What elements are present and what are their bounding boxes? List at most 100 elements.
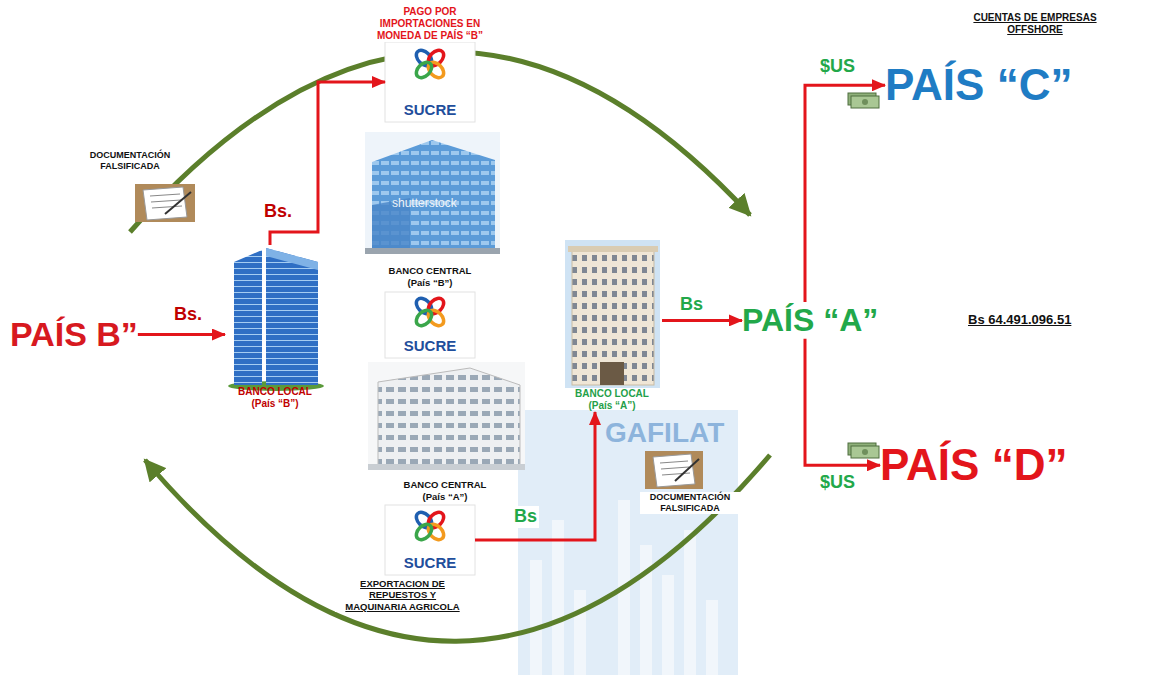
document-icon — [645, 451, 703, 489]
watermark: GAFILAT — [605, 416, 724, 450]
node-text: BANCO LOCAL (País “B”) — [235, 386, 315, 410]
local-bank-building-part — [565, 240, 660, 388]
local-bank-building-part — [266, 248, 318, 385]
sucre-logo: SUCRE — [385, 505, 475, 575]
edge-label: Bs. — [262, 201, 294, 223]
sucre-logo: SUCRE — [385, 292, 475, 358]
document-icon-part — [675, 459, 699, 481]
node-text: SUCRE — [404, 337, 457, 355]
document-icon-part — [653, 454, 695, 487]
document-icon-part — [152, 206, 182, 208]
sucre-logo — [385, 505, 475, 575]
sucre-logo-part — [413, 295, 446, 328]
amount-label: Bs 64.491.096.51 — [968, 312, 1071, 328]
banknotes-icon-part — [851, 96, 879, 108]
watermark: shutterstock — [392, 196, 457, 210]
flow-arc — [130, 52, 770, 642]
sucre-logo: SUCRE — [385, 42, 475, 122]
sucre-logo-part — [413, 47, 446, 80]
node-text: PAÍS “D” — [880, 440, 1067, 491]
node-text: PAÍS B” — [10, 315, 138, 354]
flow-arrow — [805, 85, 885, 302]
central-bank-building-part — [372, 140, 495, 252]
watermark-panel-part — [552, 520, 564, 675]
sucre-logo-part-part — [413, 59, 434, 80]
edge-label: Bs — [512, 506, 539, 528]
watermark-panel-part — [640, 545, 652, 675]
central-bank-building — [365, 132, 500, 254]
watermark-panel — [518, 410, 738, 675]
flow-arrow — [805, 339, 880, 466]
country-label: PAÍS “D” — [880, 440, 1067, 491]
edge-label: $US — [818, 56, 857, 78]
local-bank-building-part — [568, 246, 658, 252]
watermark-panel-part — [684, 530, 696, 675]
sucre-logo-part-part — [413, 521, 434, 542]
country-label: PAÍS “C” — [885, 60, 1072, 111]
sucre-logo — [385, 292, 475, 358]
node-text: SUCRE — [404, 554, 457, 572]
document-note: DOCUMENTACIÓN FALSIFICADA — [80, 150, 180, 172]
local-bank-building-part — [600, 362, 624, 385]
central-bank-building-part — [365, 248, 500, 254]
central-bank-building-part — [378, 368, 520, 468]
central-bank: BANCO CENTRAL (País “A”) — [362, 358, 528, 502]
document-icon-part — [661, 467, 689, 469]
sucre-logo-part — [385, 292, 475, 358]
local-bank-building — [228, 248, 324, 391]
document-icon-part — [143, 187, 187, 220]
central-bank-building-part — [365, 132, 500, 254]
edge-label: $US — [818, 472, 857, 494]
flow-note: PAGO POR IMPORTACIONES EN MONEDA DE PAÍS… — [370, 6, 490, 42]
flow-arrow — [138, 333, 225, 336]
node-text: BANCO LOCAL (País “A”) — [572, 388, 652, 412]
banknotes-icon — [848, 443, 879, 458]
node-text: SUCRE — [404, 101, 457, 119]
local-bank-building-part — [234, 250, 262, 385]
sucre-logo-part — [385, 505, 475, 575]
central-bank-building — [368, 362, 525, 470]
watermark-panel-part — [662, 575, 674, 675]
watermark-panel-part — [518, 410, 738, 675]
banknotes-icon-part — [862, 99, 868, 105]
banknotes-icon-part — [862, 449, 868, 455]
local-bank: BANCO LOCAL (País “A”) — [562, 238, 662, 412]
node-text: PAÍS “A” — [742, 302, 878, 339]
node-text: BANCO CENTRAL (País “B”) — [383, 265, 478, 288]
document-icon-part — [662, 473, 690, 475]
local-bank-building-part — [572, 250, 654, 385]
sucre-logo — [385, 42, 475, 122]
document-icon-part — [151, 200, 181, 202]
watermark-panel-part — [530, 560, 542, 675]
country-label: PAÍS B” — [10, 315, 138, 354]
node-text: BANCO CENTRAL (País “A”) — [398, 479, 493, 502]
flow-arc-part — [145, 455, 770, 641]
document-icon-part — [150, 194, 180, 196]
heading-note: CUENTAS DE EMPRESAS OFFSHORE — [970, 12, 1100, 36]
document-icon — [135, 184, 195, 222]
central-bank-building-part — [368, 464, 525, 470]
sucre-logo-part-part — [413, 307, 434, 328]
node-text: PAÍS “C” — [885, 60, 1072, 111]
local-bank-building — [565, 240, 660, 388]
banknotes-icon — [848, 93, 879, 108]
central-bank-building-part — [368, 362, 525, 470]
flow-arrow — [475, 412, 595, 540]
banknotes-icon-part — [851, 446, 879, 458]
document-icon-part — [135, 184, 195, 222]
document-note: DOCUMENTACIÓN FALSIFICADA — [640, 492, 740, 514]
watermark-panel-part — [574, 590, 586, 675]
local-bank: BANCO LOCAL (País “B”) — [225, 245, 325, 410]
flow-arrow — [662, 319, 742, 322]
local-bank-building-part — [266, 248, 318, 270]
country-label: PAÍS “A” — [742, 302, 878, 339]
sucre-logo-part — [385, 42, 475, 122]
edge-label: Bs — [678, 294, 705, 316]
flow-note: EXPORTACION DE REPUESTOS Y MAQUINARIA AG… — [335, 578, 470, 612]
sucre-logo-part — [413, 509, 446, 542]
document-icon-part — [165, 192, 191, 214]
watermark-panel-part — [706, 600, 718, 675]
document-icon-part — [645, 451, 703, 489]
